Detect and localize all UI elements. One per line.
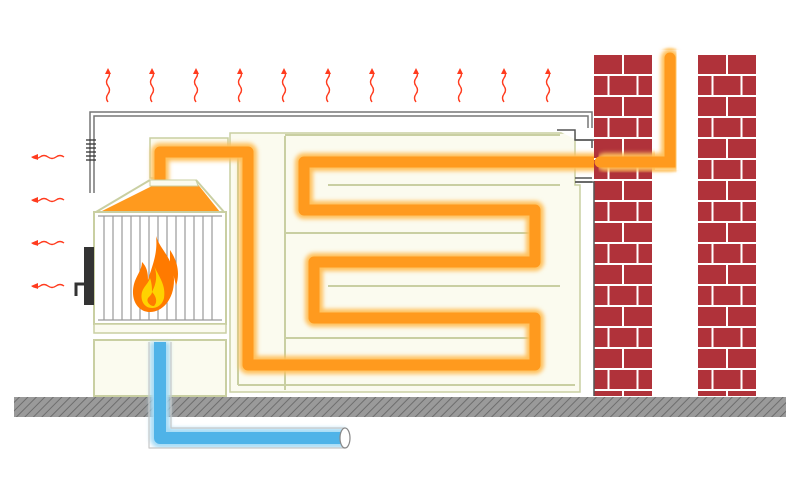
flue-pipe-outline [575, 139, 595, 396]
heat-wave-up-arrow-icon [193, 68, 199, 103]
ground [14, 397, 786, 417]
heat-wave-up-arrow-icon [237, 68, 243, 103]
hood [100, 182, 220, 212]
heat-wave-left-arrow-icon [31, 154, 65, 160]
spring-icon [86, 139, 96, 161]
heat-wave-up-arrow-icon [457, 68, 463, 103]
heat-wave-left-arrow-icon [31, 283, 65, 289]
heat-wave-up-arrow-icon [325, 68, 331, 103]
firebox-door[interactable] [84, 247, 94, 305]
fire-icon [132, 236, 178, 312]
door-handle[interactable] [74, 282, 84, 296]
hot-gas-flow [151, 49, 679, 374]
heat-wave-up-arrow-icon [545, 68, 551, 103]
heat-up-arrows [105, 68, 551, 103]
heat-wave-left-arrow-icon [31, 240, 65, 246]
cold-water-pipe [148, 342, 351, 449]
heat-wave-left-arrow-icon [31, 197, 65, 203]
heat-wave-up-arrow-icon [501, 68, 507, 103]
heat-wave-up-arrow-icon [413, 68, 419, 103]
heat-left-arrows [31, 154, 65, 289]
heat-wave-up-arrow-icon [149, 68, 155, 103]
brick-chimney-left [594, 53, 652, 396]
brick-chimney-right [698, 53, 756, 396]
heat-wave-up-arrow-icon [369, 68, 375, 103]
heat-wave-up-arrow-icon [281, 68, 287, 103]
heat-wave-up-arrow-icon [105, 68, 111, 103]
baffles [237, 134, 575, 390]
chimney-flue-channel [594, 49, 695, 171]
